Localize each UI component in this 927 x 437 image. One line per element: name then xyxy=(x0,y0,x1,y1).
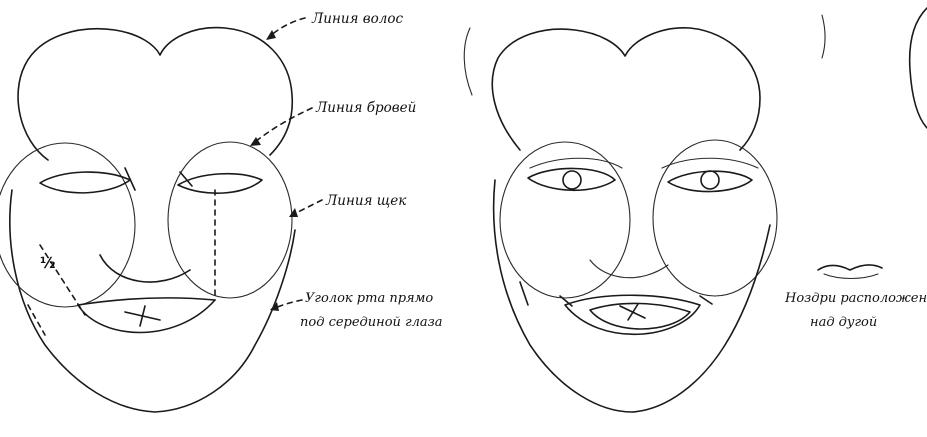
center-face xyxy=(464,15,825,412)
center-mouth-cross xyxy=(620,304,645,320)
center-mouth-corner-right xyxy=(700,296,712,304)
far-right-partial-face xyxy=(910,8,927,128)
left-jaw-outline xyxy=(10,190,295,412)
center-cheek-hint xyxy=(520,282,528,305)
left-cheek-circle-2 xyxy=(168,142,292,298)
nostrils-label-2: над дугой xyxy=(810,315,877,330)
mouth-corner-label-1: Уголок рта прямо xyxy=(305,291,433,306)
center-cheek-circle-2 xyxy=(653,140,777,296)
far-right-outline xyxy=(910,8,927,128)
cheekline-label: Линия щек xyxy=(325,193,407,209)
center-outer-arc-right xyxy=(822,15,825,58)
nostrils-note: Ноздри расположены над дугой xyxy=(784,265,927,330)
left-labels: Линия волос Линия бровей Линия щек Уголо… xyxy=(250,11,443,330)
half-mark: ½ xyxy=(40,254,56,272)
mouth-corner-label-2: под серединой глаза xyxy=(300,315,443,330)
center-outer-arc-left xyxy=(464,28,472,95)
left-head-outline xyxy=(18,28,292,160)
center-nose-arc xyxy=(590,260,668,278)
center-iris-1 xyxy=(563,171,581,189)
hairline-label: Линия волос xyxy=(311,11,403,27)
left-face-construction: ½ xyxy=(0,28,295,412)
left-eye-1 xyxy=(40,172,130,193)
browline-label: Линия бровей xyxy=(315,100,416,116)
cheekline-arrowhead xyxy=(289,208,298,217)
left-mouth-cross xyxy=(125,306,160,326)
center-head-outline xyxy=(492,28,760,150)
nostrils-label-1: Ноздри расположены xyxy=(784,291,927,306)
nostril-sketch xyxy=(818,265,882,270)
hairline-arrow xyxy=(270,18,305,36)
cheekline-arrow xyxy=(294,200,322,214)
hairline-arrowhead xyxy=(266,30,276,40)
left-cheek-circle-1 xyxy=(0,143,135,307)
mouth-corner-arrow xyxy=(275,300,302,308)
center-brow-1 xyxy=(530,158,622,168)
center-brow-2 xyxy=(662,158,758,168)
nostril-sketch-lower xyxy=(824,274,878,279)
left-mouth-upper xyxy=(78,298,215,305)
center-iris-2 xyxy=(701,171,719,189)
